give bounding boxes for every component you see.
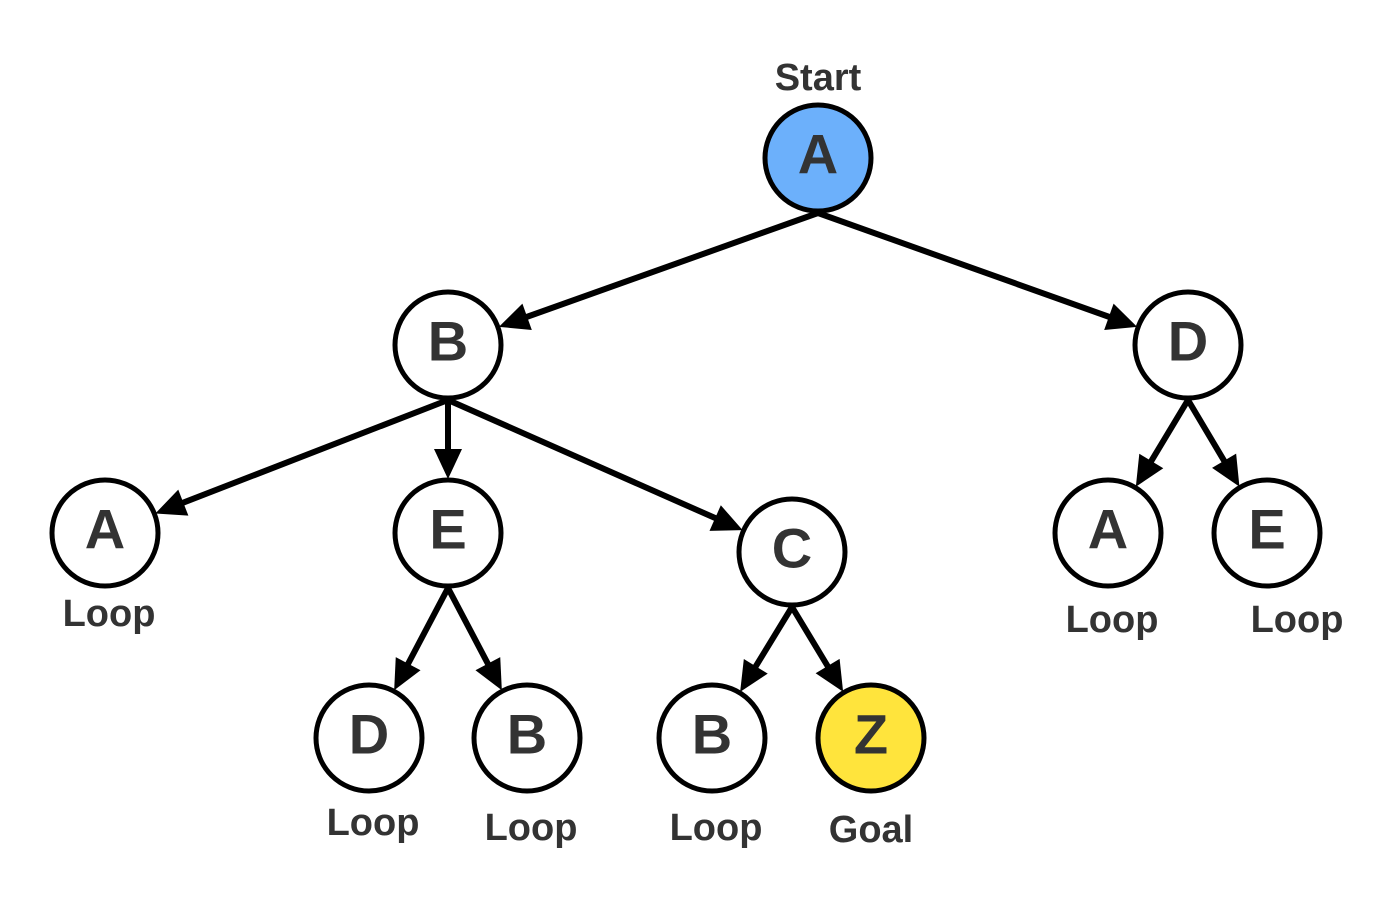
- arrowhead: [1135, 453, 1164, 487]
- arrowhead: [155, 489, 189, 516]
- node-Z1: Z: [815, 682, 927, 794]
- node-E1: E: [392, 477, 504, 589]
- node-root_A: A: [762, 102, 874, 214]
- edge-line: [751, 605, 795, 672]
- edge-line: [522, 210, 820, 321]
- edge-E1-to-D2: [394, 586, 451, 691]
- node-B2: B: [471, 682, 583, 794]
- node-caption: Loop: [1066, 599, 1159, 641]
- node-label: E: [429, 498, 466, 561]
- node-circle: [313, 682, 425, 794]
- node-E2: E: [1211, 477, 1323, 589]
- node-circle: [656, 682, 768, 794]
- edge-D1-to-E2: [1185, 398, 1240, 487]
- edge-E1-to-B2: [445, 586, 502, 691]
- edge-B1-to-E1: [434, 400, 462, 479]
- nodes-layer: A B D A E C D B B Z A E: [49, 102, 1323, 794]
- node-caption: Loop: [485, 807, 578, 849]
- arrowhead: [498, 303, 532, 330]
- edge-line: [178, 397, 450, 507]
- node-circle: [736, 496, 848, 608]
- node-label: B: [507, 703, 547, 766]
- node-A3: A: [1052, 477, 1164, 589]
- edge-C1-to-Z1: [789, 605, 844, 692]
- edge-root_A-to-D1: [816, 210, 1138, 330]
- node-caption: Loop: [63, 593, 156, 635]
- edge-line: [1146, 398, 1191, 466]
- edge-line: [789, 605, 833, 672]
- node-label: D: [349, 703, 389, 766]
- node-D1: D: [1132, 289, 1244, 401]
- edge-line: [1185, 398, 1229, 466]
- node-circle: [1052, 477, 1164, 589]
- node-B3: B: [656, 682, 768, 794]
- node-circle: [762, 102, 874, 214]
- edge-D1-to-A3: [1135, 398, 1191, 487]
- node-circle: [49, 477, 161, 589]
- node-caption: Loop: [327, 802, 420, 844]
- node-label: A: [85, 498, 125, 561]
- node-caption: Loop: [670, 807, 763, 849]
- edge-line: [816, 210, 1114, 321]
- arrowhead: [740, 659, 768, 692]
- node-D2: D: [313, 682, 425, 794]
- arrowhead: [709, 505, 743, 531]
- edge-line: [446, 397, 721, 523]
- node-label: Z: [854, 703, 888, 766]
- arrowhead: [475, 657, 502, 691]
- node-C1: C: [736, 496, 848, 608]
- node-circle: [1211, 477, 1323, 589]
- node-B1: B: [392, 289, 504, 401]
- node-circle: [392, 477, 504, 589]
- node-circle: [392, 289, 504, 401]
- node-label: E: [1248, 498, 1285, 561]
- edge-line: [403, 586, 451, 669]
- node-caption: Loop: [1251, 599, 1344, 641]
- node-A2: A: [49, 477, 161, 589]
- node-caption: Goal: [829, 809, 913, 851]
- arrowhead: [434, 449, 462, 479]
- arrowhead: [1212, 453, 1240, 487]
- edge-C1-to-B3: [740, 605, 795, 692]
- arrowhead: [815, 658, 844, 692]
- node-label: D: [1168, 310, 1208, 373]
- edge-line: [445, 586, 493, 669]
- node-label: B: [428, 310, 468, 373]
- node-caption: Start: [775, 57, 862, 99]
- node-circle: [815, 682, 927, 794]
- edge-B1-to-C1: [446, 397, 743, 531]
- edge-B1-to-A2: [155, 397, 450, 516]
- arrowhead: [1104, 303, 1138, 330]
- edge-root_A-to-B1: [498, 210, 820, 330]
- node-circle: [1132, 289, 1244, 401]
- node-circle: [471, 682, 583, 794]
- arrowhead: [394, 657, 421, 691]
- node-label: C: [772, 517, 812, 580]
- node-label: A: [1088, 498, 1128, 561]
- node-label: B: [692, 703, 732, 766]
- node-label: A: [798, 123, 838, 186]
- edges-layer: [155, 210, 1240, 692]
